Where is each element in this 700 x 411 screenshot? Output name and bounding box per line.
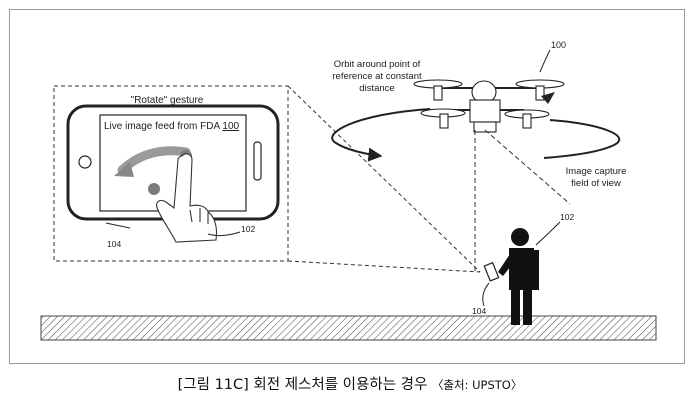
leader-102-inset [207, 231, 241, 237]
caption-source: 〈출처: UPSTO〉 [431, 378, 523, 392]
orbit-arc-left [331, 108, 431, 162]
hand-icon [156, 153, 218, 243]
person-icon [498, 228, 539, 325]
figure-frame: "Rotate" gesture Live image feed from FD… [9, 9, 685, 364]
capture-label-line2: field of view [571, 178, 621, 189]
orbit-arc-right [543, 119, 621, 159]
inset-connector-top [287, 85, 481, 273]
orbit-label-line1: Orbit around point of [334, 59, 421, 70]
phone-home-button [78, 155, 92, 169]
patent-drawing: "Rotate" gesture Live image feed from FD… [40, 40, 657, 341]
touch-point-2 [148, 183, 160, 195]
rotate-gesture-label: "Rotate" gesture [131, 95, 204, 106]
leader-102-person [535, 221, 561, 246]
ref-104-person: 104 [472, 306, 486, 316]
ref-104-inset: 104 [107, 239, 121, 249]
ref-102-person: 102 [560, 212, 574, 222]
inset-box [53, 85, 289, 262]
leader-104-person [482, 282, 490, 307]
live-feed-label: Live image feed from FDA 100 [104, 121, 240, 132]
phone-speaker [253, 141, 262, 181]
leader-100 [539, 49, 551, 73]
inset-phone [66, 104, 280, 221]
rotate-gesture-arrowhead [114, 162, 134, 177]
handheld-phone-icon [483, 261, 500, 282]
orbit-arrowhead-right [541, 92, 555, 104]
ground-hatch [40, 315, 657, 341]
inset-connector-bottom [287, 260, 481, 273]
fov-line-right [484, 129, 571, 205]
orbit-label-line2: reference at constant [332, 71, 422, 82]
ref-102-inset: 102 [241, 224, 255, 234]
figure-caption: [그림 11C] 회전 제스처를 이용하는 경우 〈출처: UPSTO〉 [0, 373, 700, 394]
caption-main: [그림 11C] 회전 제스처를 이용하는 경우 [177, 377, 428, 393]
drone-icon [413, 79, 565, 133]
capture-label-line1: Image capture [566, 166, 627, 177]
ref-100-drone: 100 [551, 40, 566, 50]
leader-104-inset [105, 222, 131, 229]
orbit-label-line3: distance [359, 83, 394, 94]
